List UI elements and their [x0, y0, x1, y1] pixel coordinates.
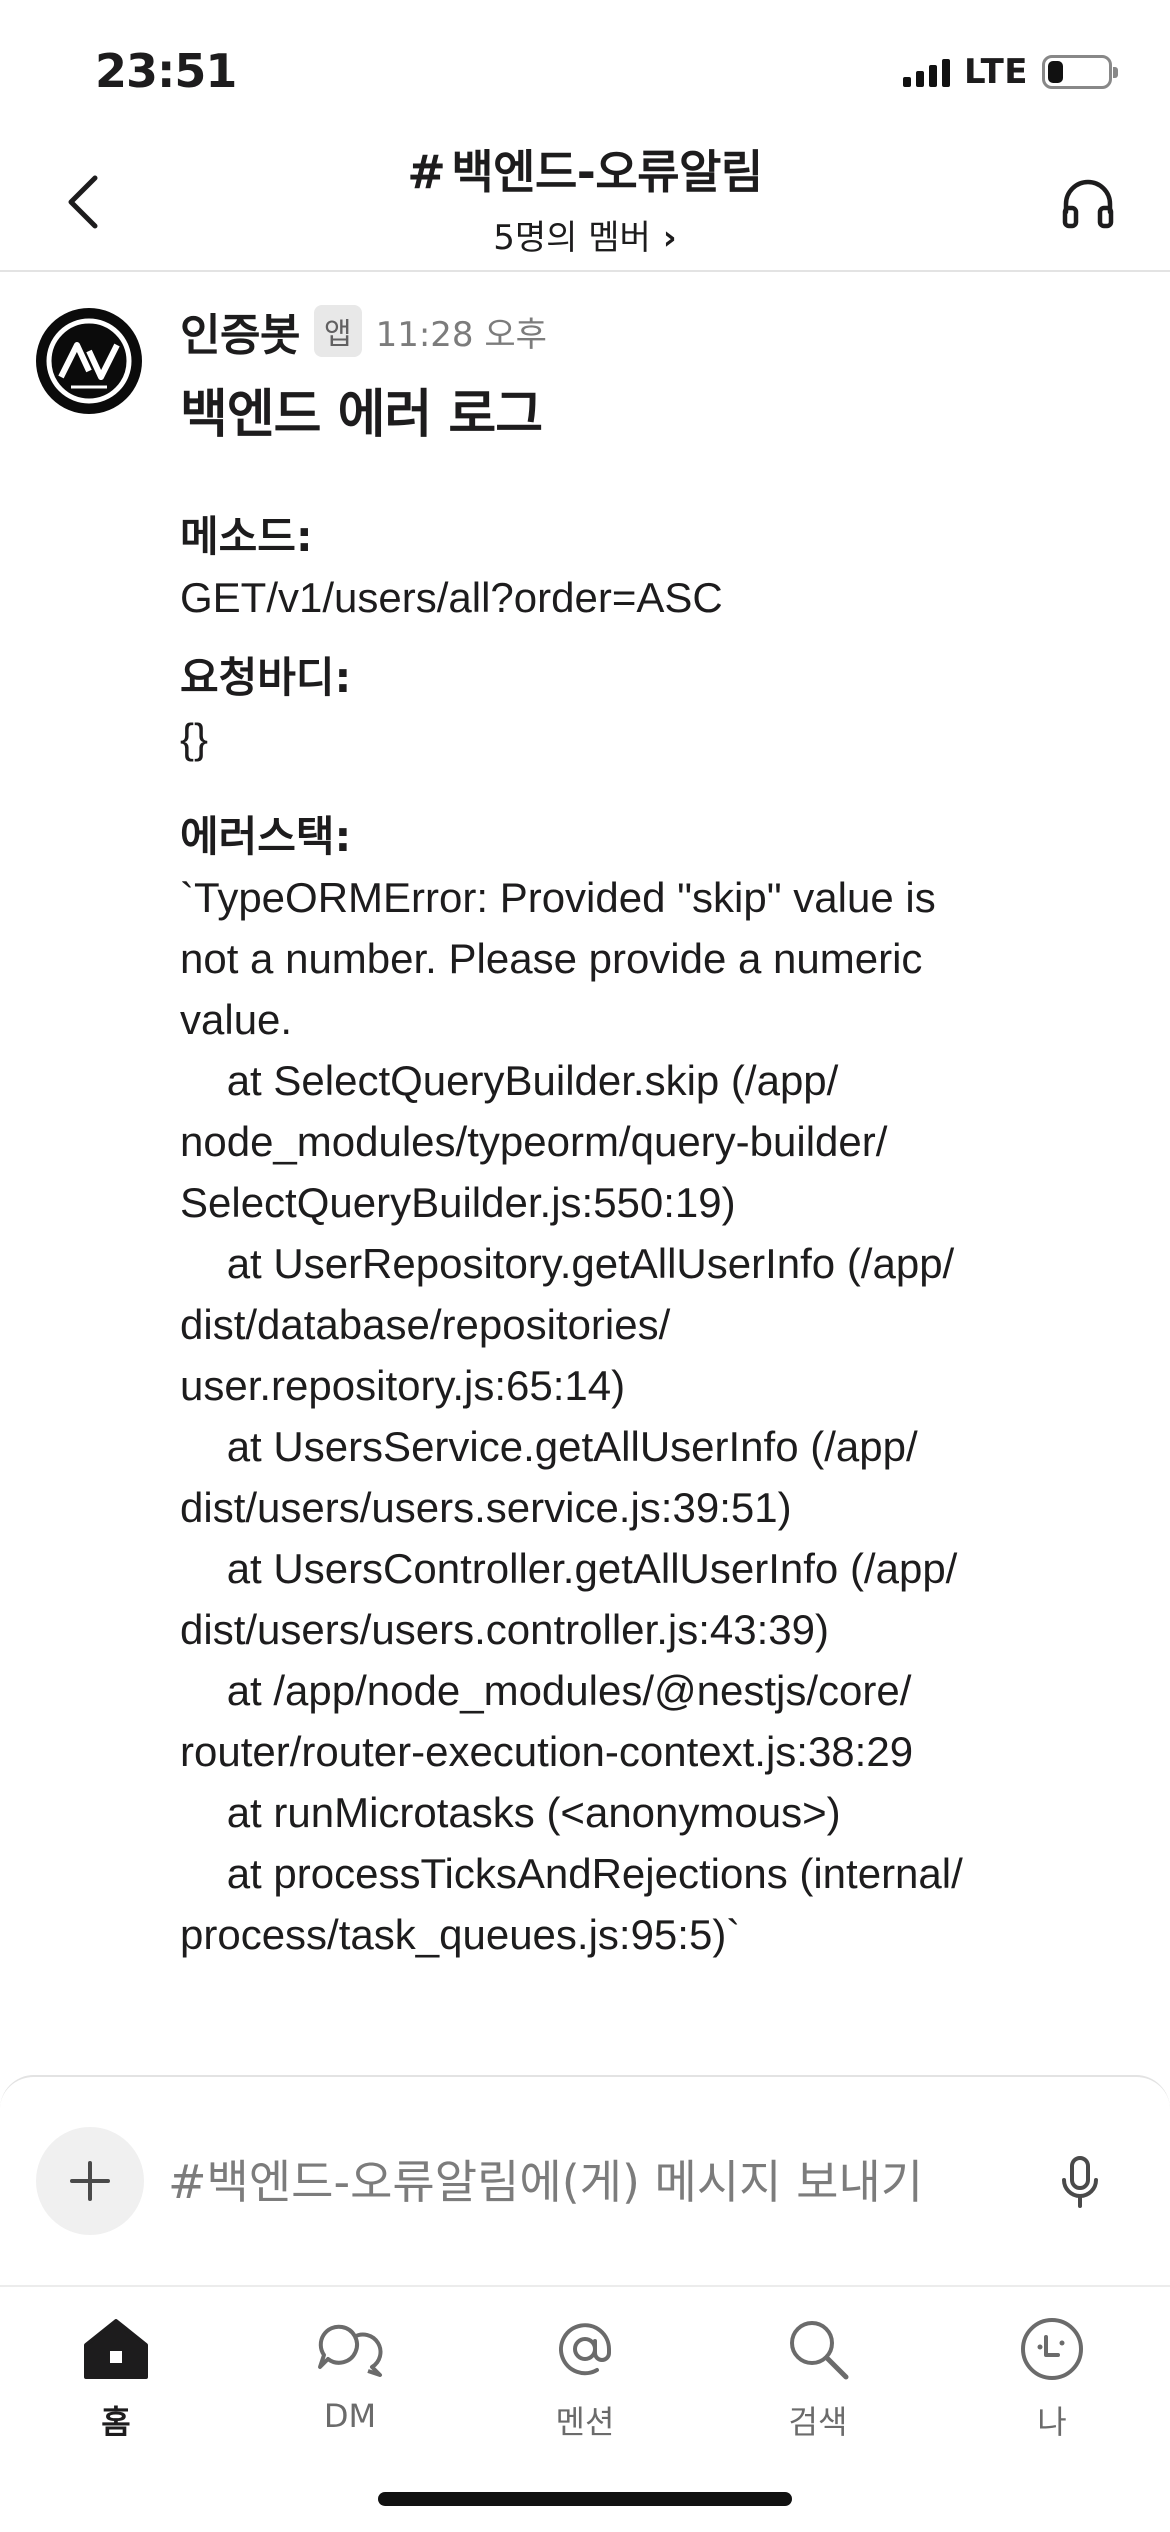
error-stack-value: `TypeORMError: Provided "skip" value is …: [180, 874, 963, 1958]
message-meta: 인증봇 앱 11:28 오후: [180, 300, 1140, 362]
tab-label: 멘션: [555, 2403, 615, 2441]
tab-profile[interactable]: 나: [972, 2309, 1132, 2459]
battery-icon: [1042, 55, 1118, 89]
tab-mentions[interactable]: 멘션: [505, 2309, 665, 2459]
tab-home[interactable]: 홈: [36, 2309, 196, 2459]
plus-icon: [70, 2161, 110, 2201]
request-body-value: {}: [180, 715, 209, 762]
app-badge: 앱: [313, 305, 362, 357]
search-icon: [778, 2309, 858, 2389]
member-count: 5명의 멤버: [493, 218, 651, 258]
channel-name: 백엔드-오류알림: [451, 145, 763, 199]
method-label: 메소드:: [180, 512, 313, 561]
signal-icon: [903, 57, 951, 87]
battery-fill: [1048, 61, 1063, 83]
chevron-left-icon: [68, 175, 98, 229]
tab-label: 검색: [788, 2403, 848, 2441]
message-input[interactable]: [168, 2147, 968, 2217]
message-body: 인증봇 앱 11:28 오후 백엔드 에러 로그 메소드: GET/v1/use…: [180, 300, 1140, 1965]
huddle-button[interactable]: [1056, 172, 1120, 236]
bot-logo-icon: [46, 318, 132, 404]
chevron-right-icon: ›: [662, 218, 677, 258]
tab-dm[interactable]: DM: [270, 2309, 430, 2459]
member-count-link[interactable]: 5명의 멤버 ›: [0, 210, 1170, 259]
home-indicator[interactable]: [378, 2492, 792, 2506]
sender-name[interactable]: 인증봇: [180, 310, 300, 361]
channel-title-block[interactable]: #백엔드-오류알림 5명의 멤버 ›: [0, 136, 1170, 259]
tab-search[interactable]: 검색: [738, 2309, 898, 2459]
status-indicators: LTE: [903, 52, 1118, 92]
headphones-icon: [1062, 179, 1114, 229]
method-value: GET/v1/users/all?order=ASC: [180, 574, 723, 621]
dm-icon: [310, 2309, 390, 2389]
status-time: 23:51: [95, 44, 237, 98]
message-timestamp: 11:28 오후: [375, 314, 547, 355]
error-stack-label: 에러스택:: [180, 812, 352, 861]
add-attachment-button[interactable]: [36, 2127, 144, 2235]
message-composer: [0, 2075, 1170, 2285]
mention-icon: [545, 2309, 625, 2389]
tab-bar: 홈 DM 멘션: [0, 2285, 1170, 2532]
message-title: 백엔드 에러 로그: [180, 385, 543, 445]
microphone-icon: [1062, 2156, 1098, 2208]
tab-label: 나: [1037, 2403, 1067, 2441]
tab-label: DM: [323, 2397, 377, 2435]
method-block: 메소드: GET/v1/users/all?order=ASC: [180, 507, 1140, 628]
channel-header: #백엔드-오류알림 5명의 멤버 ›: [0, 130, 1170, 272]
channel-hash: #: [407, 145, 446, 199]
tab-label: 홈: [101, 2403, 131, 2441]
channel-title[interactable]: #백엔드-오류알림: [0, 136, 1170, 202]
back-button[interactable]: [52, 172, 112, 232]
network-label: LTE: [964, 52, 1028, 92]
request-body-block: 요청바디: {}: [180, 648, 1140, 769]
voice-record-button[interactable]: [1048, 2147, 1112, 2217]
status-bar: 23:51 LTE: [0, 0, 1170, 130]
home-icon: [76, 2309, 156, 2389]
error-stack-block: 에러스택: `TypeORMError: Provided "skip" val…: [180, 807, 1140, 1965]
request-body-label: 요청바디:: [180, 653, 352, 702]
bot-avatar[interactable]: [36, 308, 142, 414]
profile-icon: [1012, 2309, 1092, 2389]
